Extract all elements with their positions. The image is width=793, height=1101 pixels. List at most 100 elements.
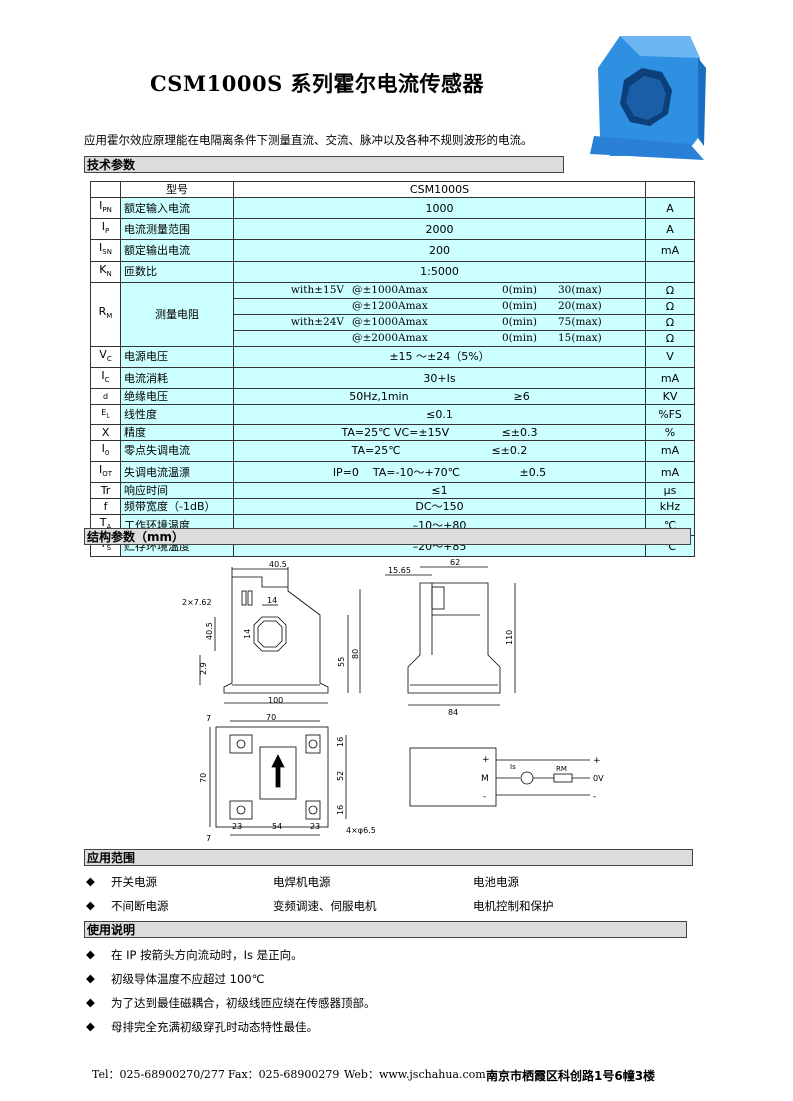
bullet: ◆ <box>86 995 95 1009</box>
rm-supply <box>235 299 345 313</box>
circuit-label: - <box>483 792 486 802</box>
spec-unit: mA <box>645 439 695 462</box>
rm-supply: with±24V <box>290 315 344 328</box>
table-row: IOT 失调电流温漂 IP=0 TA=-10～+70℃ ±0.5 mA <box>90 460 695 484</box>
spec-unit: A <box>645 218 695 241</box>
spec-unit: kHz <box>645 498 695 516</box>
spec-unit: KV <box>645 388 695 406</box>
spec-value: ±15 ～±24（5%） <box>233 345 646 368</box>
spec-name: 绝缘电压 <box>120 388 234 406</box>
footer-tel: Tel：025-68900270/277 <box>92 1068 225 1081</box>
table-row: Tr 响应时间 ≤1 μs <box>90 482 695 500</box>
application-item: 开关电源 <box>111 875 157 889</box>
spec-unit: mA <box>645 239 695 262</box>
spec-cell <box>645 181 695 198</box>
spec-unit: %FS <box>645 404 695 425</box>
rm-current: @±1000Amax <box>352 315 428 328</box>
usage-item: 初级导体温度不应超过 100℃ <box>111 972 265 986</box>
circuit-label: 0V <box>593 774 604 783</box>
circuit-label: + <box>482 755 490 765</box>
dim-label: 84 <box>448 708 458 717</box>
rm-min: 0(min) <box>502 299 537 312</box>
spec-symbol: I0 <box>90 439 121 462</box>
spec-value: 50Hz,1min ≥6 <box>233 388 646 406</box>
circuit-label: RM <box>556 765 567 773</box>
bullet: ◆ <box>86 971 95 985</box>
table-row: EL 线性度 ≤0.1 %FS <box>90 404 695 425</box>
table-row: IC 电流消耗 30+Is mA <box>90 366 695 390</box>
dim-label: 40.5 <box>205 622 214 640</box>
spec-unit: μs <box>645 482 695 500</box>
application-item: 变频调速、伺服电机 <box>273 899 377 913</box>
rm-current: @±2000Amax <box>352 331 428 344</box>
dim-label: 14 <box>267 596 277 605</box>
footer-web[interactable]: Web：www.jschahua.com <box>344 1068 486 1081</box>
spec-unit: Ω <box>645 297 695 315</box>
spec-name: 响应时间 <box>120 482 234 500</box>
dim-label: 55 <box>337 657 346 667</box>
dim-label: 4×φ6.5 <box>346 826 376 835</box>
dim-label: 62 <box>450 558 460 567</box>
usage-item: 在 IP 按箭头方向流动时，Is 是正向。 <box>111 948 303 962</box>
dim-label: 16 <box>336 737 345 747</box>
spec-unit: mA <box>645 460 695 484</box>
application-item: 电池电源 <box>473 875 519 889</box>
spec-cell <box>90 181 121 198</box>
rm-max: 30(max) <box>558 283 602 296</box>
intro-text: 应用霍尔效应原理能在电隔离条件下测量直流、交流、脉冲以及各种不规则波形的电流。 <box>84 133 533 147</box>
circuit-label: M <box>481 774 489 784</box>
dim-label: 70 <box>199 773 208 783</box>
dim-label: 110 <box>505 630 514 645</box>
table-row: ISN 额定输出电流 200 mA <box>90 239 695 262</box>
spec-value: TA=25℃ ≤±0.2 <box>233 439 646 462</box>
footer-fax: Fax：025-68900279 <box>228 1068 340 1081</box>
spec-unit: V <box>645 345 695 368</box>
section-tech-params: 技术参数 <box>84 156 564 173</box>
spec-cell: CSM1000S <box>233 181 646 198</box>
dim-label: 52 <box>336 771 345 781</box>
bottom-view: 70 7 70 16 52 16 23 54 23 7 4×φ6.5 <box>199 713 376 843</box>
dim-label: 23 <box>310 822 320 831</box>
spec-name: 额定输入电流 <box>120 196 234 220</box>
spec-unit <box>645 260 695 283</box>
dim-label: 80 <box>351 649 360 659</box>
rm-line: @±2000Amax 0(min) 15(max) <box>233 329 646 347</box>
rm-supply: with±15V <box>290 283 344 296</box>
spec-name: 匝数比 <box>120 260 234 283</box>
dim-label: 70 <box>266 713 276 722</box>
spec-symbol: X <box>90 423 121 441</box>
spec-value: 2000 <box>233 218 646 241</box>
spec-symbol: d <box>90 388 121 406</box>
table-row: IPN 额定输入电流 1000 A <box>90 196 695 220</box>
table-row: I0 零点失调电流 TA=25℃ ≤±0.2 mA <box>90 439 695 462</box>
bullet: ◆ <box>86 898 95 912</box>
rm-max: 75(max) <box>558 315 602 328</box>
usage-item: 母排完全充满初级穿孔时动态特性最佳。 <box>111 1020 318 1034</box>
table-row: KN 匝数比 1:5000 <box>90 260 695 283</box>
spec-name: 电流消耗 <box>120 366 234 390</box>
rm-min: 0(min) <box>502 283 537 296</box>
dim-label: 23 <box>232 822 242 831</box>
spec-value: 200 <box>233 239 646 262</box>
rm-min: 0(min) <box>502 315 537 328</box>
dim-label: 7 <box>206 714 211 723</box>
spec-symbol: f <box>90 498 121 516</box>
application-item: 电焊机电源 <box>273 875 331 889</box>
rm-min: 0(min) <box>502 331 537 344</box>
spec-name: 测量电阻 <box>120 281 234 347</box>
spec-symbol: KN <box>90 260 121 283</box>
application-item: 不间断电源 <box>111 899 169 913</box>
rm-current: @±1000Amax <box>352 283 428 296</box>
dim-label: 54 <box>272 822 282 831</box>
rm-max: 15(max) <box>558 331 602 344</box>
circuit-label: + <box>593 756 601 766</box>
spec-value: ≤1 <box>233 482 646 500</box>
spec-header-row: 型号 CSM1000S <box>90 181 695 198</box>
dim-label: 2×7.62 <box>182 598 212 607</box>
spec-symbol: Tr <box>90 482 121 500</box>
dim-label: 100 <box>268 696 283 705</box>
spec-value: 1:5000 <box>233 260 646 283</box>
